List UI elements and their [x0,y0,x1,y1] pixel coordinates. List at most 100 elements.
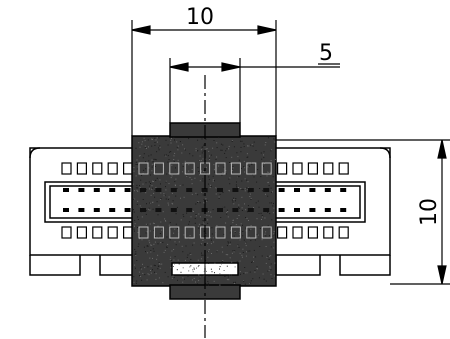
speckle-dot [237,187,239,188]
speckle-dot [137,216,139,218]
inner-contact-shaded [186,208,193,212]
speckle-dot [192,155,194,157]
speckle-dot [154,241,156,243]
speckle-dot [136,159,138,161]
speckle-dot [173,232,175,234]
speckle-dot [184,148,185,150]
speckle-dot [273,241,275,243]
speckle-dot [190,265,192,267]
speckle-dot [237,245,239,247]
speckle-dot [253,141,255,143]
speckle-dot [147,245,149,247]
speckle-dot [220,149,222,151]
speckle-dot [133,228,135,230]
speckle-dot [256,218,258,220]
speckle-dot [255,150,257,151]
speckle-dot [206,148,208,150]
speckle-dot [228,145,230,147]
speckle-dot [243,143,245,145]
speckle-dot [184,160,186,162]
speckle-dot [136,203,138,205]
top-pin-shaded [184,162,195,175]
speckle-dot [168,196,170,198]
speckle-dot [245,245,247,247]
speckle-dot [270,263,272,265]
speckle-dot [148,155,150,157]
speckle-dot [167,276,169,278]
speckle-dot [207,280,209,282]
speckle-dot [169,222,171,224]
speckle-dot [273,275,275,277]
speckle-dot [162,241,164,243]
speckle-dot [138,271,140,273]
speckle-dot [240,140,242,142]
speckle-dot [216,251,218,253]
speckle-dot [142,272,144,274]
speckle-dot [221,263,222,265]
speckle-dot [184,149,186,151]
speckle-dot [193,210,194,212]
speckle-dot [136,189,138,191]
speckle-dot [231,199,233,201]
speckle-dot [246,251,247,253]
speckle-dot [187,275,189,277]
speckle-dot [175,167,176,169]
speckle-dot [270,246,272,248]
bottom-pin-shaded [246,226,257,239]
speckle-dot [256,233,258,235]
speckle-dot [260,152,262,154]
speckle-dot [238,238,240,240]
speckle-dot [141,279,143,281]
speckle-dot [196,267,197,269]
speckle-dot [267,225,269,227]
top-pin-shaded [215,162,226,175]
speckle-dot [154,144,156,146]
speckle-dot [178,263,180,265]
speckle-dot [174,139,175,141]
speckle-dot [256,236,258,238]
speckle-dot [273,247,275,249]
speckle-dot [239,271,241,273]
speckle-dot [250,225,252,227]
speckle-dot [250,240,252,242]
speckle-dot [246,179,248,181]
speckle-dot [152,269,153,271]
speckle-dot [263,161,265,163]
speckle-dot [154,158,156,160]
inner-contact-shaded [170,188,177,192]
speckle-dot [149,185,150,187]
speckle-dot [228,189,230,191]
speckle-dot [133,199,135,200]
speckle-dot [139,275,140,277]
speckle-dot [170,142,172,144]
speckle-dot [228,148,230,150]
speckle-dot [226,245,228,247]
inner-contact [309,208,316,212]
speckle-dot [151,185,153,187]
speckle-dot [236,181,237,183]
speckle-dot [165,181,167,183]
top-pin [338,162,349,175]
speckle-dot [170,151,172,153]
speckle-dot [247,166,249,168]
speckle-dot [163,193,165,195]
speckle-dot [156,201,158,203]
inner-contact-shaded [263,208,270,212]
speckle-dot [186,256,188,258]
speckle-dot [247,191,249,193]
speckle-dot [212,237,214,239]
speckle-dot [167,198,169,200]
speckle-dot [254,271,256,273]
speckle-dot [232,219,234,221]
speckle-dot [218,165,220,167]
speckle-dot [171,175,173,177]
speckle-dot [156,137,158,139]
speckle-dot [210,211,212,213]
speckle-dot [243,273,245,275]
speckle-dot [253,249,255,251]
speckle-dot [250,280,252,282]
speckle-dot [225,222,227,224]
speckle-dot [269,235,271,237]
shaded-pin-array [138,162,272,239]
bottom-pin [61,226,72,239]
